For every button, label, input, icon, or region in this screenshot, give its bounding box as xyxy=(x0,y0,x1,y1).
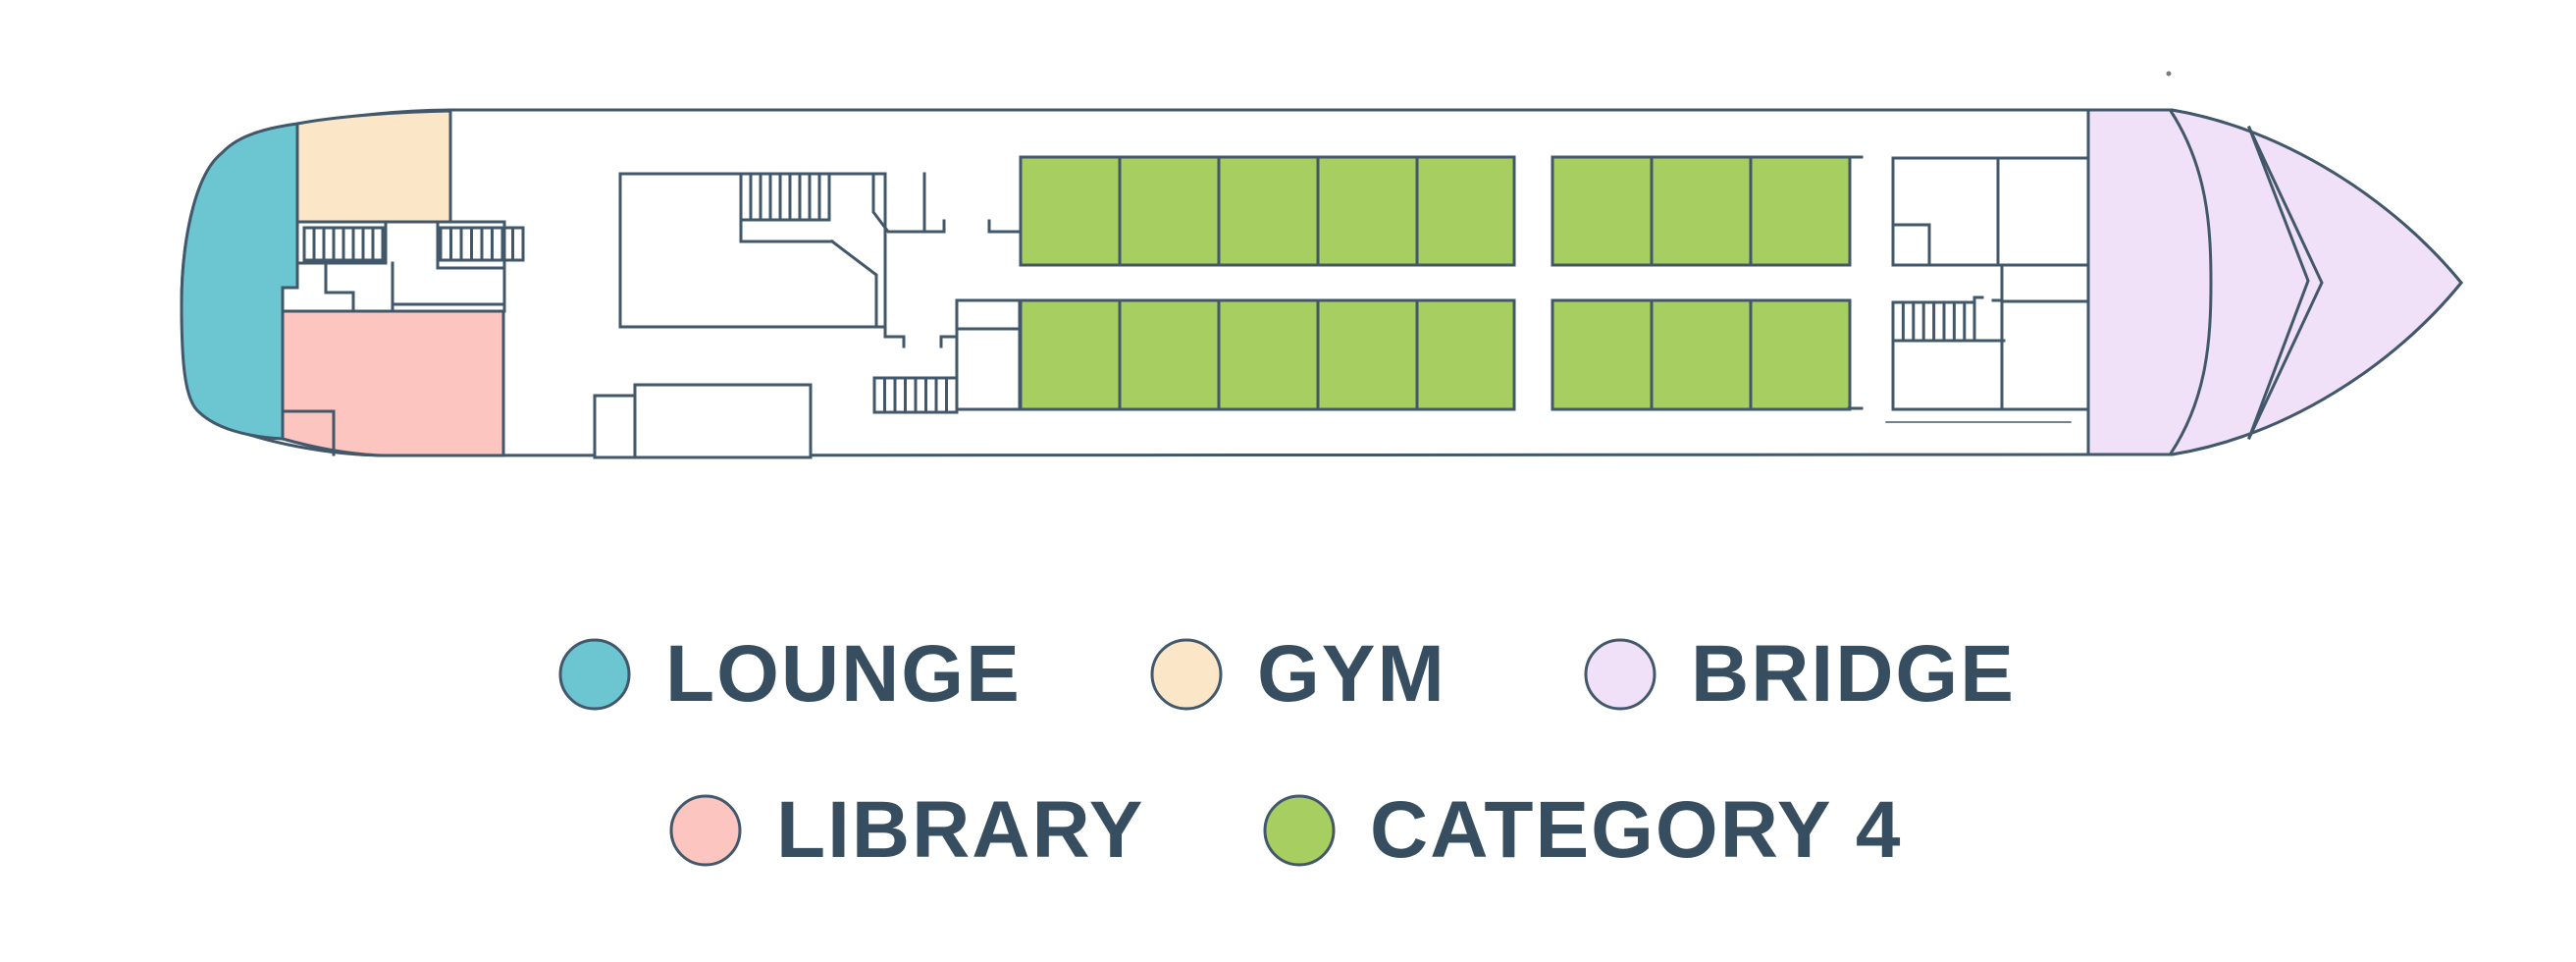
cabin-row-end-rooms xyxy=(955,298,1022,411)
legend-item-library: LIBRARY xyxy=(668,785,1145,875)
cabin xyxy=(1217,155,1320,267)
forward-rooms xyxy=(1891,156,2090,411)
cabin xyxy=(1019,298,1122,411)
legend-label-category-4: CATEGORY 4 xyxy=(1370,785,1903,875)
midship-corner-room xyxy=(871,172,926,234)
cabin xyxy=(1415,155,1516,267)
category-4-swatch-icon xyxy=(1263,794,1336,867)
bow-chevron-inner xyxy=(2247,126,2310,440)
legend-item-bridge: BRIDGE xyxy=(1583,629,2016,719)
cabin xyxy=(1749,155,1852,267)
cabin-row-lower xyxy=(1019,298,1852,411)
cabin xyxy=(1551,155,1654,267)
stairway-aft-starboard xyxy=(436,220,525,270)
deck-structure-long xyxy=(633,383,813,459)
legend-item-lounge: LOUNGE xyxy=(557,629,1022,719)
bow-chevron-outer xyxy=(2247,126,2324,440)
legend-item-category-4: CATEGORY 4 xyxy=(1262,785,1903,875)
stairway-midship xyxy=(739,172,834,243)
cabin xyxy=(1551,298,1654,411)
cabin xyxy=(1316,298,1419,411)
legend-label-bridge: BRIDGE xyxy=(1691,629,2016,719)
cabin xyxy=(1415,298,1516,411)
stairway-forward xyxy=(1891,295,2006,343)
bridge-front-curve xyxy=(2168,108,2213,456)
cabin xyxy=(1749,298,1852,411)
stray-dot xyxy=(2166,71,2172,77)
aft-service-rooms xyxy=(324,261,506,313)
cabin xyxy=(1316,155,1419,267)
cabin xyxy=(1650,155,1753,267)
gym-region xyxy=(295,109,452,224)
legend-label-gym: GYM xyxy=(1257,629,1446,719)
cabin xyxy=(1650,298,1753,411)
deck-structure-small xyxy=(593,394,637,459)
cabin xyxy=(1118,298,1221,411)
midship-hall xyxy=(618,172,887,329)
lounge-region xyxy=(180,122,299,441)
deck-plan xyxy=(180,71,2463,459)
legend-label-lounge: LOUNGE xyxy=(665,629,1022,719)
library-region xyxy=(281,309,505,457)
legend-item-gym: GYM xyxy=(1149,629,1446,719)
cabin xyxy=(1118,155,1221,267)
cabin xyxy=(1217,298,1320,411)
stairway-aft-port xyxy=(295,220,388,265)
midship-diagonal-wall xyxy=(829,239,878,329)
legend-label-library: LIBRARY xyxy=(776,785,1145,875)
lounge-swatch-icon xyxy=(558,638,631,711)
cabin-row-wall-stubs xyxy=(1847,155,1864,410)
gym-swatch-icon xyxy=(1150,638,1223,711)
cabin-row-upper xyxy=(1019,155,1852,267)
corridor-door-stubs-lower xyxy=(883,325,959,348)
cabin xyxy=(1019,155,1122,267)
bridge-swatch-icon xyxy=(1584,638,1656,711)
corridor-door-stubs-upper xyxy=(922,219,1023,234)
library-inner-room xyxy=(281,409,336,456)
library-swatch-icon xyxy=(669,794,742,867)
bridge-region xyxy=(2086,108,2463,456)
